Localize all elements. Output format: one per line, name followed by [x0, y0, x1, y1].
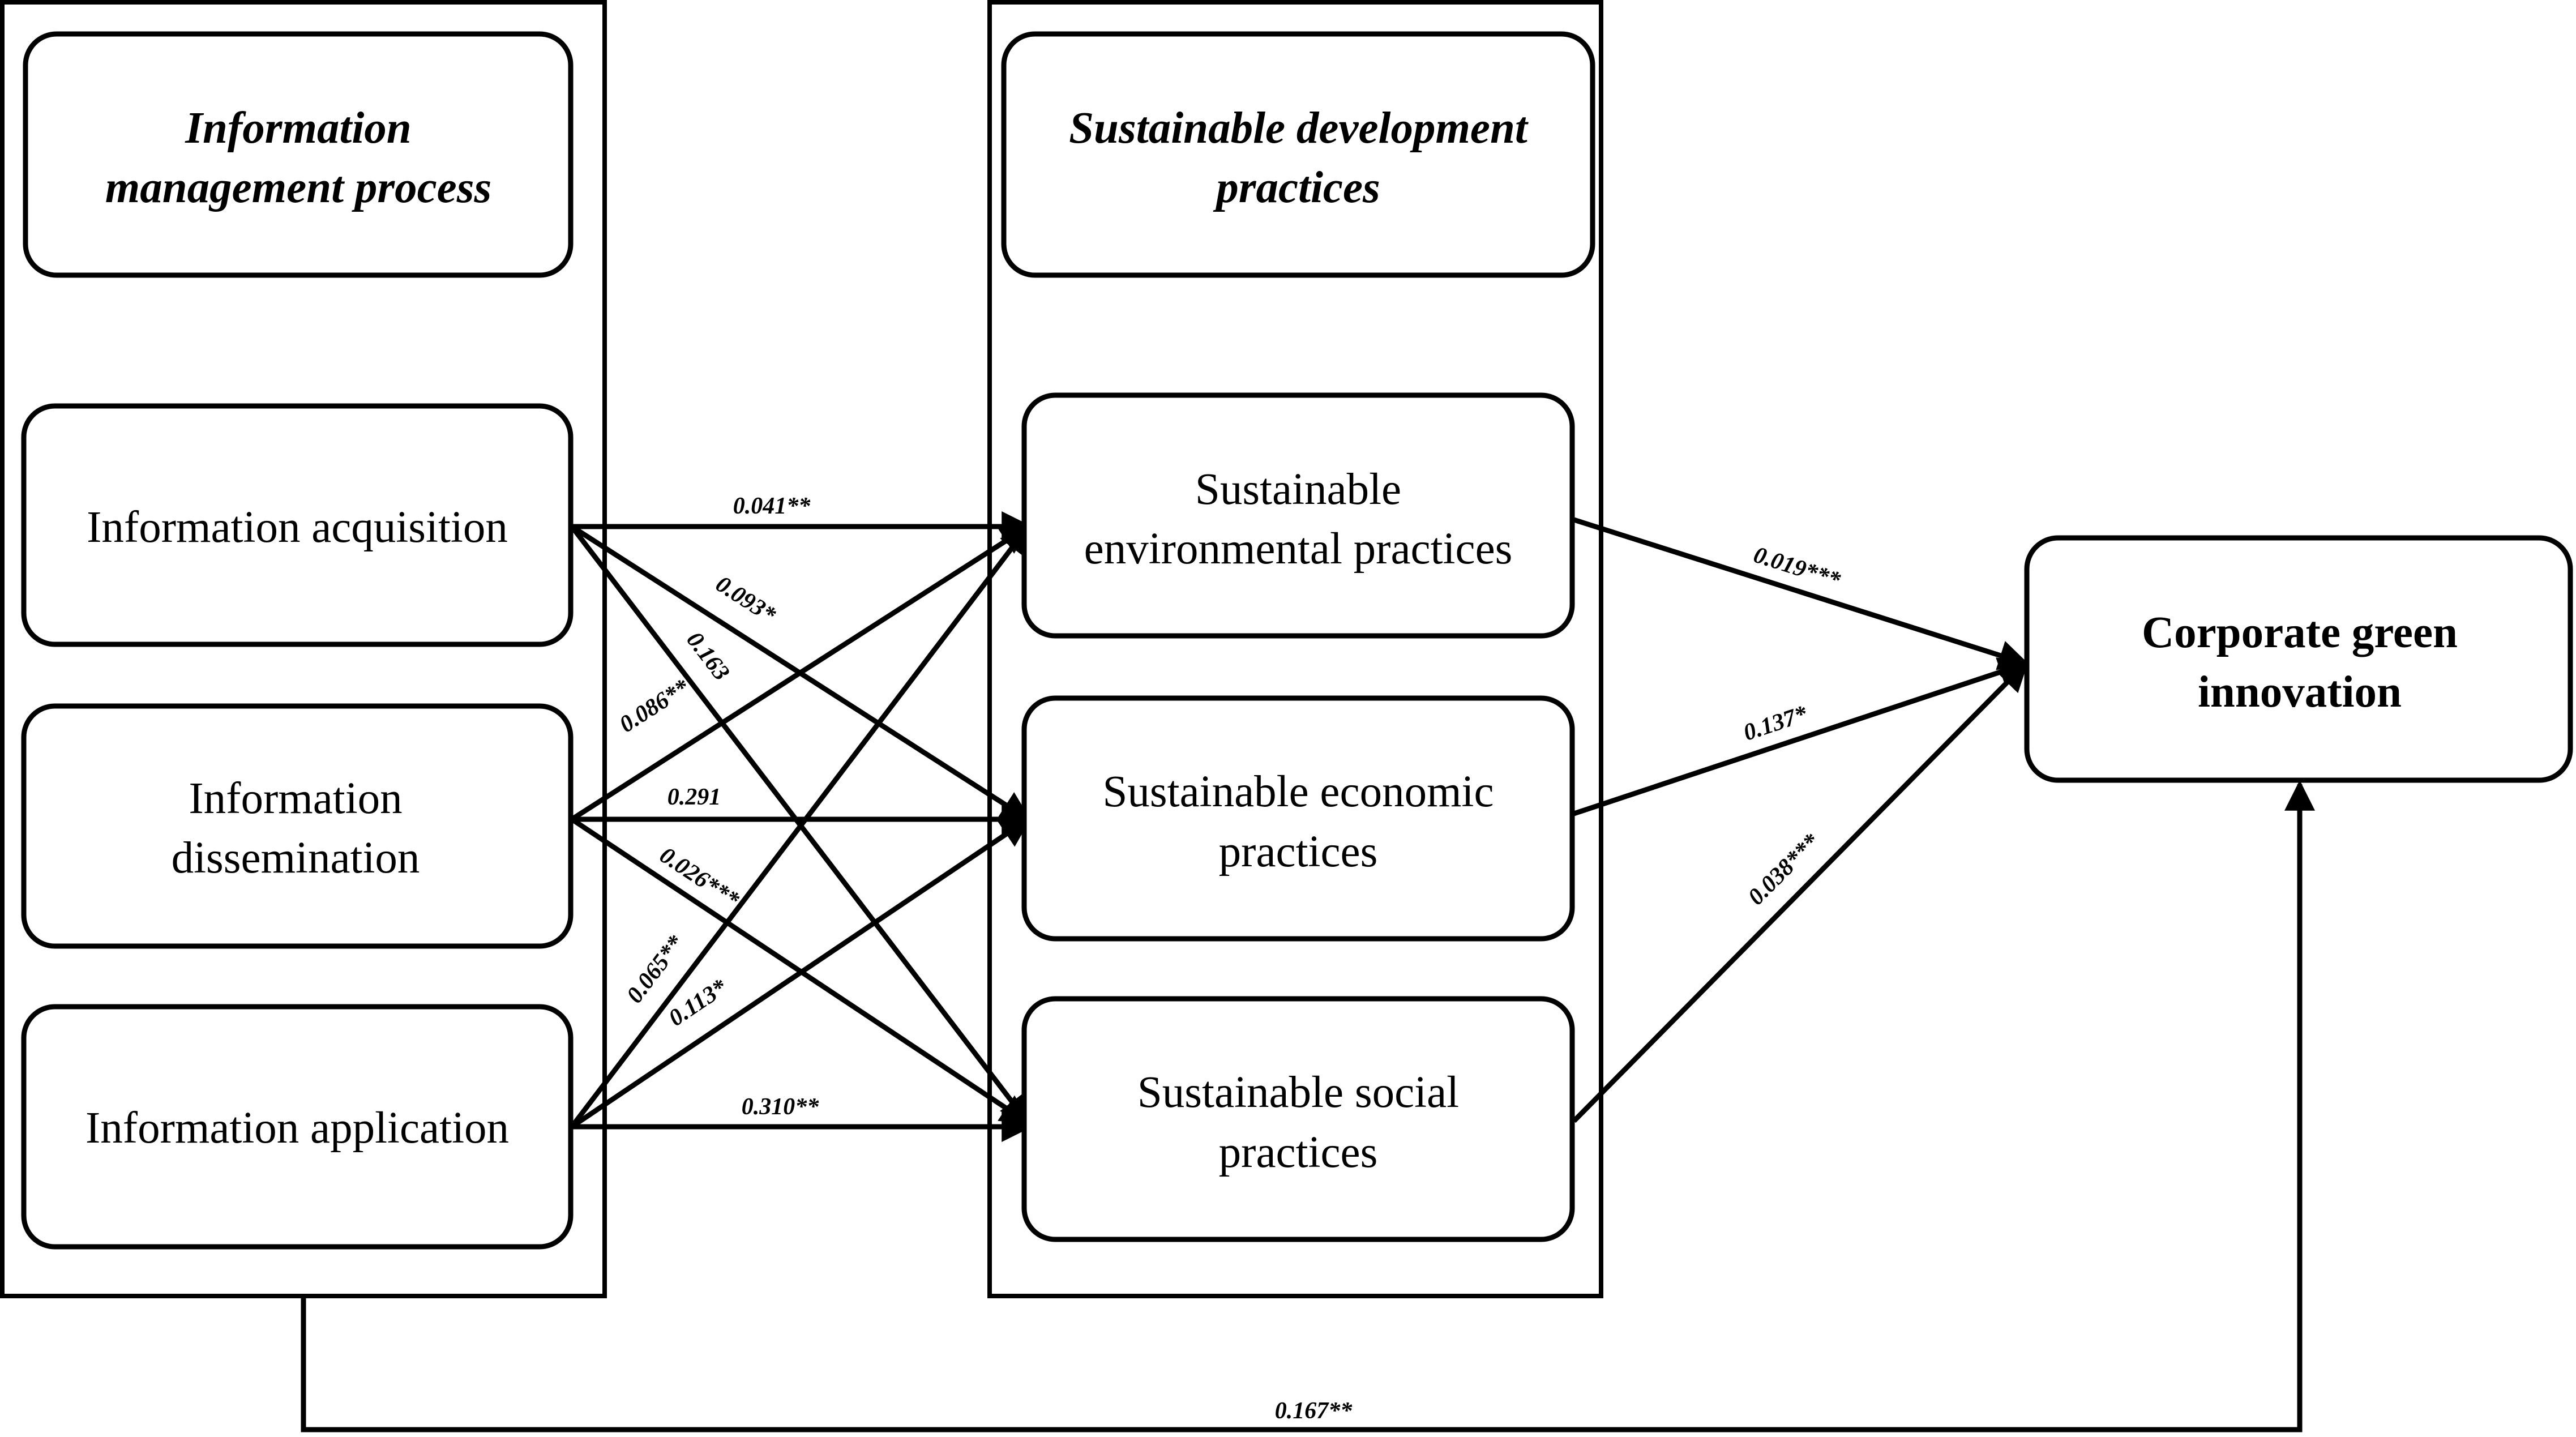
arrow-app-env — [570, 523, 1031, 1128]
arrow-env-cgi — [1573, 517, 2030, 670]
arrow-soc-cgi — [1572, 660, 2029, 1123]
sustainable-practices-frame — [987, 0, 1603, 1298]
env-practices-line2: environmental practices — [1084, 524, 1513, 574]
info-acquisition-label: Information acquisition — [87, 503, 508, 552]
env-practices-line1: Sustainable — [1195, 465, 1401, 514]
info-dissemination-line1: Information — [189, 774, 402, 823]
coef-dis-env: 0.086** — [615, 674, 695, 738]
arrow-app-eco — [570, 816, 1032, 1129]
info-application-box — [21, 1004, 574, 1250]
sdp-heading-line2: practices — [1213, 163, 1380, 212]
arrow-direct-imp-cgi — [301, 780, 2315, 1432]
soc-practices-line2: practices — [1219, 1128, 1378, 1177]
env-practices-box — [1021, 392, 1575, 639]
coef-acq-env: 0.041** — [733, 493, 811, 519]
coef-env-cgi: 0.019*** — [1751, 542, 1844, 594]
imp-heading-line2: management process — [105, 163, 491, 212]
path-arrows — [301, 511, 2315, 1432]
coef-app-env: 0.065** — [622, 930, 690, 1008]
cgi-line2: innovation — [2198, 668, 2402, 717]
arrow-dis-env — [570, 524, 1032, 822]
coef-direct: 0.167** — [1275, 1398, 1353, 1424]
coef-app-soc: 0.310** — [742, 1094, 820, 1120]
info-dissemination-line2: dissemination — [172, 833, 420, 883]
coef-dis-eco: 0.291 — [667, 784, 721, 810]
coef-soc-cgi: 0.038*** — [1743, 828, 1825, 910]
imp-heading-line1: Information — [185, 104, 412, 153]
arrow-eco-cgi — [1573, 657, 2030, 816]
corporate-green-innovation-box — [2024, 535, 2573, 783]
eco-practices-box — [1021, 695, 1575, 942]
sdp-heading-line1: Sustainable development — [1069, 104, 1529, 153]
sdp-heading-box — [1001, 31, 1595, 278]
info-acquisition-box — [21, 403, 574, 647]
info-application-label: Information application — [85, 1104, 509, 1153]
soc-practices-box — [1021, 996, 1575, 1242]
info-dissemination-box — [21, 703, 574, 949]
eco-practices-line1: Sustainable economic — [1102, 767, 1494, 816]
soc-practices-line1: Sustainable social — [1137, 1068, 1459, 1117]
imp-heading-box — [23, 31, 574, 278]
cgi-line1: Corporate green — [2142, 608, 2458, 657]
eco-practices-line2: practices — [1219, 827, 1378, 876]
